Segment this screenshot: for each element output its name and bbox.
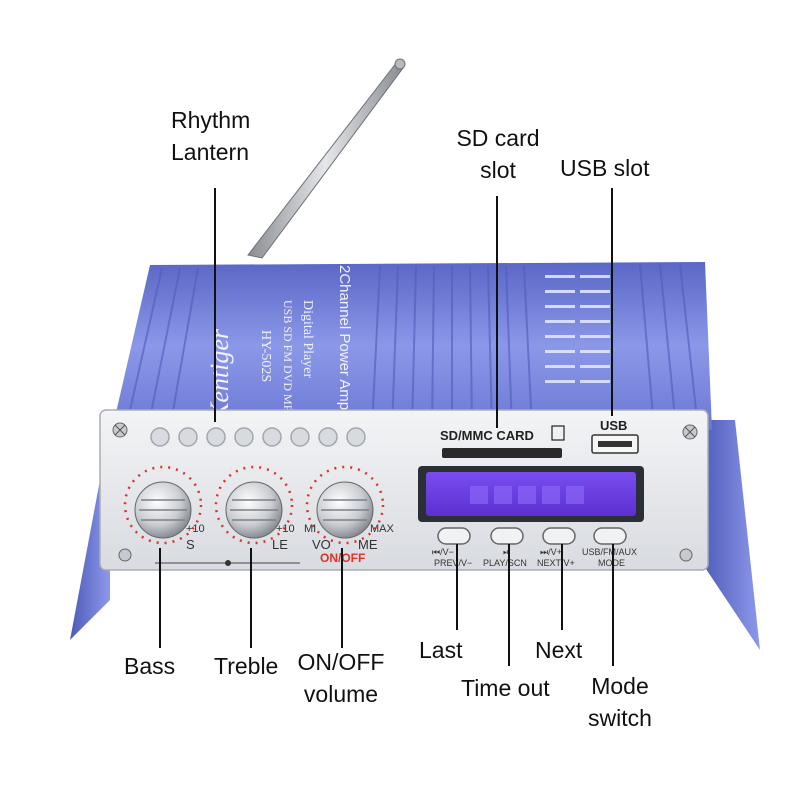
screw-icon bbox=[112, 422, 698, 562]
leader-usb bbox=[611, 188, 613, 416]
sd-card-label: SD/MMC CARD bbox=[440, 428, 534, 443]
leader-next bbox=[561, 544, 563, 630]
callout-line: Rhythm bbox=[171, 107, 251, 133]
rhythm-lantern-leds bbox=[150, 427, 366, 447]
leader-mode bbox=[612, 544, 614, 666]
usb-label: USB bbox=[600, 418, 627, 433]
amp-label: 2Channel Power Amplifier bbox=[336, 265, 353, 438]
callout-line: switch bbox=[588, 705, 652, 731]
callout-line: volume bbox=[303, 681, 379, 707]
volume-min: MI bbox=[304, 523, 316, 535]
mode-button-top: USB/FM/AUX bbox=[582, 547, 637, 557]
aux-jack bbox=[225, 560, 231, 566]
leader-last bbox=[456, 544, 458, 630]
callout-line: ON/OFF bbox=[297, 649, 385, 675]
callout-rhythm-lantern: Rhythm Lantern bbox=[171, 104, 250, 168]
callout-mode-switch: Mode switch bbox=[574, 670, 666, 734]
callout-time-out: Time out bbox=[461, 675, 550, 701]
volume-label-right: ME bbox=[358, 537, 378, 552]
callout-line: Mode bbox=[591, 673, 649, 699]
prev-button-top: ⏮/V− bbox=[432, 547, 454, 557]
leader-sd bbox=[496, 196, 498, 428]
callout-treble: Treble bbox=[214, 653, 279, 679]
antenna bbox=[247, 58, 406, 259]
callout-line: slot bbox=[480, 157, 516, 183]
prev-button[interactable] bbox=[437, 527, 471, 545]
callout-sd-card-slot: SD card slot bbox=[446, 122, 550, 186]
amplifier-top-body: Kentiger HY-502S USB SD FM DVD MP3 Digit… bbox=[112, 262, 712, 438]
leader-timeout bbox=[508, 544, 510, 666]
bass-knob[interactable] bbox=[134, 481, 192, 539]
brand-logo: Kentiger bbox=[205, 328, 234, 421]
next-button[interactable] bbox=[542, 527, 576, 545]
play-button-bottom: PLAY/SCN bbox=[483, 558, 527, 568]
treble-knob[interactable] bbox=[225, 481, 283, 539]
front-faceplate: +10 +10 MI MAX S LE VO ME ON/OFF SD/MMC … bbox=[99, 409, 709, 571]
play-button[interactable] bbox=[490, 527, 524, 545]
leader-volume bbox=[341, 548, 343, 648]
mode-button[interactable] bbox=[593, 527, 627, 545]
callout-usb-slot: USB slot bbox=[560, 155, 650, 181]
leader-rhythm bbox=[214, 188, 216, 422]
leader-bass bbox=[159, 548, 161, 648]
features-label: USB SD FM DVD MP3 bbox=[281, 300, 295, 417]
sd-card-slot[interactable] bbox=[442, 448, 562, 458]
leader-treble bbox=[250, 548, 252, 648]
callout-line: SD card bbox=[456, 125, 540, 151]
bass-plus10: +10 bbox=[186, 523, 205, 535]
callout-line: Lantern bbox=[171, 139, 250, 165]
treble-label: LE bbox=[272, 537, 288, 552]
right-bracket bbox=[700, 420, 760, 650]
model-label: HY-502S bbox=[258, 330, 273, 382]
callout-next: Next bbox=[535, 637, 583, 663]
volume-label-left: VO bbox=[312, 537, 331, 552]
callout-on-off-volume: ON/OFF volume bbox=[293, 646, 389, 710]
mode-button-bottom: MODE bbox=[598, 558, 625, 568]
play-button-top: ⏯ bbox=[503, 547, 510, 557]
treble-plus10: +10 bbox=[276, 523, 295, 535]
volume-max: MAX bbox=[370, 523, 395, 535]
bass-label: S bbox=[186, 537, 195, 552]
next-button-top: ⏭/V+ bbox=[540, 547, 562, 557]
volume-knob[interactable] bbox=[316, 481, 374, 539]
callout-last: Last bbox=[419, 637, 463, 663]
prev-button-bottom: PREV/V− bbox=[434, 558, 472, 568]
callout-bass: Bass bbox=[124, 653, 176, 679]
next-button-bottom: NEXT/V+ bbox=[537, 558, 575, 568]
subtitle-label: Digital Player bbox=[300, 300, 315, 378]
